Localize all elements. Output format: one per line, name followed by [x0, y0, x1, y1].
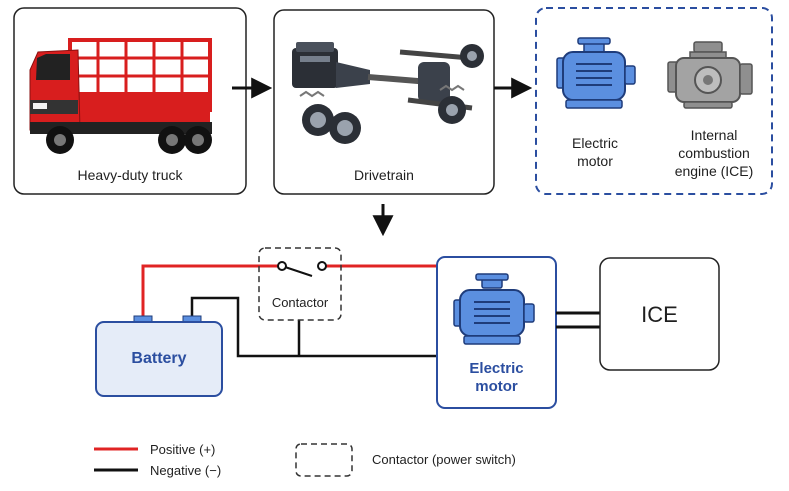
- drivetrain-icon: [292, 42, 484, 144]
- contactor-terminal-left: [277, 261, 287, 271]
- electric-motor-circuit-line2: motor: [475, 378, 518, 395]
- electric-motor-option-label: Electric motor: [555, 134, 635, 170]
- negative-wire: [190, 296, 440, 358]
- truck-icon: [29, 38, 212, 154]
- contactor-switch-blade: [284, 266, 313, 277]
- contactor-label: Contactor: [271, 295, 329, 310]
- combustion-engine-icon: [667, 41, 753, 109]
- ice-option-line2: combustion: [678, 145, 750, 161]
- battery-label: Battery: [131, 350, 187, 367]
- electric-motor-option-line1: Electric: [572, 135, 618, 151]
- electric-motor-icon: [556, 37, 636, 109]
- drivetrain-label: Drivetrain: [354, 167, 414, 183]
- legend-positive-label: Positive (+): [150, 442, 216, 457]
- ice-option-line3: engine (ICE): [674, 163, 754, 179]
- legend-contactor-swatch: [295, 443, 353, 477]
- ice-box: [599, 257, 720, 371]
- circuit-motor-icon: [453, 273, 535, 345]
- legend-negative-label: Negative (−): [150, 463, 222, 478]
- electric-motor-circuit-label: Electric motor: [437, 360, 556, 396]
- truck-label: Heavy-duty truck: [77, 167, 183, 183]
- positive-wire: [141, 264, 282, 320]
- battery-box: [95, 321, 223, 397]
- ice-option-line1: Internal: [690, 127, 738, 143]
- ice-label: ICE: [641, 302, 678, 327]
- contactor-terminal-right: [317, 261, 327, 271]
- contactor-box: [258, 247, 342, 321]
- ice-option-label: Internal combustion engine (ICE): [664, 126, 764, 180]
- electric-motor-circuit-line1: Electric: [469, 360, 524, 377]
- electric-motor-option-line2: motor: [577, 153, 613, 169]
- legend-contactor-label: Contactor (power switch): [372, 452, 516, 467]
